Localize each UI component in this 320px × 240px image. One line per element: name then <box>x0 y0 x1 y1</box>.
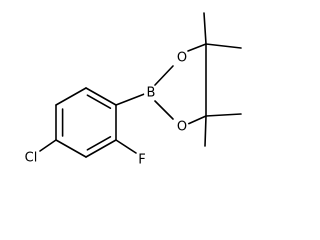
methyl-bond-bottom-down <box>204 115 207 147</box>
bond-ring-to-boron <box>115 92 148 106</box>
oxygen-bottom-label: O <box>177 120 187 135</box>
ring-bond-c2-c3 <box>55 87 87 106</box>
boron-label: B <box>147 86 156 101</box>
atom-labels: B O O F Cl <box>22 51 189 168</box>
bond-oxygen-top-carbon <box>187 43 207 52</box>
fluorine-label: F <box>138 153 145 168</box>
bond-boron-oxygen-bottom <box>154 100 174 120</box>
chlorine-mask <box>22 149 40 167</box>
boron-mask <box>144 86 158 100</box>
bond-ring-to-chlorine <box>39 139 57 152</box>
chemical-structure: B O O F Cl <box>22 12 242 168</box>
oxygen-bottom-mask <box>175 120 189 134</box>
bond-boron-oxygen-top <box>154 65 174 86</box>
methyl-groups <box>203 12 242 147</box>
methyl-bond-top-right <box>205 43 242 49</box>
ring-bond-c4-c5 <box>55 139 87 158</box>
ring-double-bond-c1-c2 <box>86 94 112 109</box>
dioxaborolane-ring <box>154 43 207 125</box>
bond-ring-to-fluorine <box>115 139 137 154</box>
oxygen-top-label: O <box>177 51 187 66</box>
fluorine-mask <box>135 153 149 167</box>
ring-bond-c1-c2 <box>85 87 117 106</box>
oxygen-top-mask <box>175 51 189 65</box>
bond-oxygen-bottom-carbon <box>187 115 207 125</box>
methyl-bond-top-up <box>203 12 207 45</box>
substituent-bonds <box>39 92 148 154</box>
benzene-ring <box>55 87 117 158</box>
chlorine-label: Cl <box>25 151 38 166</box>
methyl-bond-bottom-right <box>205 113 242 117</box>
ring-bond-c5-c6 <box>85 139 117 158</box>
ring-double-bond-c5-c6 <box>86 136 112 151</box>
